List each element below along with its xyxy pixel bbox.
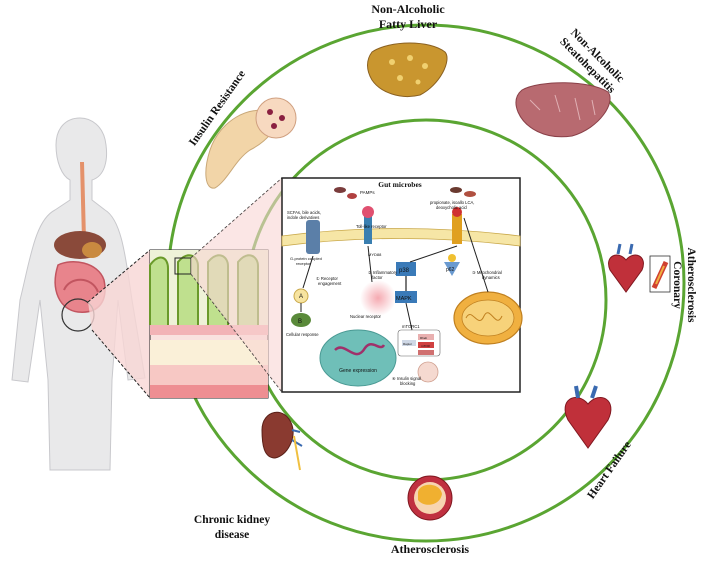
- mechanism-inset: [281, 177, 523, 393]
- coronary-label-1: Coronary: [671, 261, 683, 309]
- nucleus: [319, 329, 397, 387]
- inset-title: Gut microbes: [378, 180, 421, 189]
- p62-label: p62: [446, 267, 455, 273]
- p38-label: p38: [399, 268, 410, 274]
- inflammatory-2: factor: [372, 275, 383, 280]
- gpcr-label-1: G-protein coupled: [290, 256, 322, 261]
- rheb-label: Rheb: [420, 336, 428, 340]
- inflammatory-1: ② Inflammatory: [368, 270, 398, 275]
- heart-failure-illustration: [564, 385, 612, 449]
- pamps-label: PAMPs: [360, 190, 375, 195]
- nash-liver-illustration: [515, 82, 611, 138]
- mtorc1-label: mTORC1: [402, 324, 420, 329]
- heart-failure-label: Heart Failure: [585, 439, 633, 501]
- coronary-label-2: Atherosclerosis: [685, 248, 697, 323]
- propionate-label-2: deoxycholic acid: [436, 205, 467, 210]
- ckd-label-2: disease: [215, 529, 250, 541]
- nuclear-receptor-label: Nuclear receptor: [350, 314, 382, 319]
- nafld-label-2: Fatty Liver: [379, 17, 438, 31]
- raptor-label: Raptor: [403, 342, 412, 346]
- node-b: B: [298, 319, 302, 325]
- propionate-label-1: propionate, isoallo LCA,: [430, 200, 474, 205]
- receptor-engagement-1: ① Receptor: [316, 276, 339, 281]
- artery-illustration: [407, 475, 453, 521]
- zoom-wedge-2: [191, 178, 282, 392]
- zoom-wedge: [88, 250, 150, 398]
- ckd-label-1: Chronic kidney: [194, 514, 270, 526]
- kidney-illustration: [261, 411, 303, 471]
- toll-like-label: Toll-like receptor: [356, 224, 387, 229]
- insulin-blocking-1: ④ Insulin signal: [392, 376, 421, 381]
- gene-expression-label: Gene expression: [339, 368, 377, 374]
- pancreas-illustration: [205, 97, 297, 189]
- receptor-engagement-2: engagement: [318, 281, 342, 286]
- gpcr-label-2: receptor: [296, 261, 311, 266]
- mito-label-1: ③ Mitochondrial: [472, 270, 502, 275]
- mito-label-2: dynamics: [482, 275, 500, 280]
- mapk-label: MAPK: [396, 296, 412, 302]
- insulin-blocking-2: blocking: [400, 381, 416, 386]
- coronary-heart-illustration: [608, 243, 671, 293]
- mtor-label: mTOR: [421, 344, 431, 348]
- nafld-label-1: Non-Alcoholic: [371, 2, 445, 16]
- fatty-liver-illustration: [367, 42, 448, 97]
- cellular-response-label: Cellular response: [286, 332, 319, 337]
- node-a: A: [299, 294, 303, 300]
- scfa-label-1: SCFAs, bile acids,: [287, 210, 321, 215]
- scfa-label-2: indole derivatives: [287, 215, 319, 220]
- atherosclerosis-label: Atherosclerosis: [391, 542, 470, 556]
- myd88-label: MYD88: [368, 252, 382, 257]
